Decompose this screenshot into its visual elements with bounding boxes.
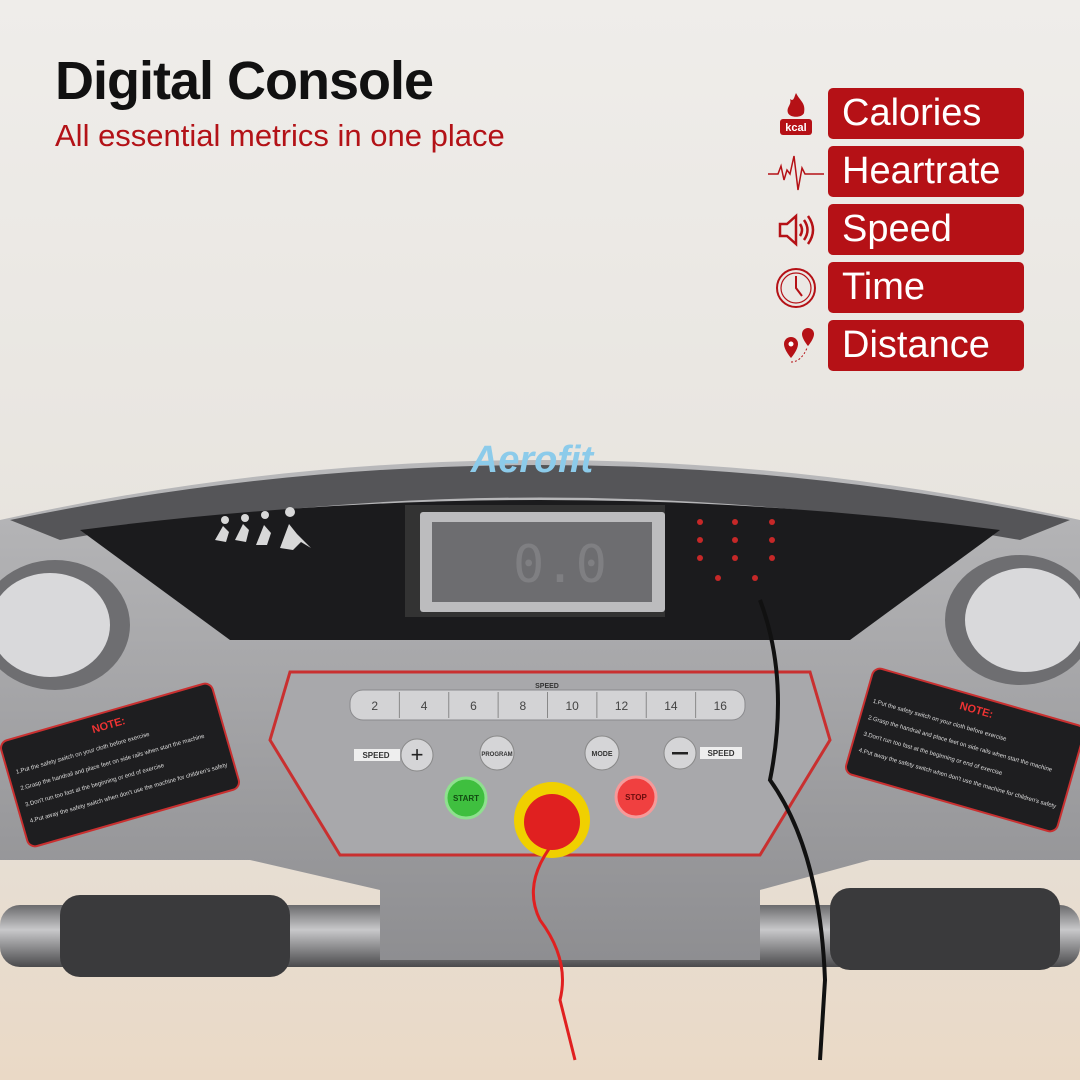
brand-logo: Aerofit (470, 439, 595, 481)
speed-preset-button[interactable]: 6 (470, 699, 477, 713)
program-indicators (697, 519, 775, 581)
speed-preset-button[interactable]: 2 (371, 699, 378, 713)
feature-distance: Distance (768, 320, 1028, 371)
minus-icon (672, 752, 688, 755)
location-pins-icon (768, 322, 824, 370)
speed-preset-button[interactable]: 16 (714, 699, 728, 713)
speed-up-button[interactable]: + (400, 738, 434, 772)
stop-button[interactable]: STOP (614, 775, 658, 819)
speed-down-button[interactable] (663, 736, 697, 770)
feature-time: Time (768, 262, 1028, 313)
speed-up-label: SPEED (362, 751, 389, 760)
feature-label: Distance (828, 320, 1024, 371)
feature-list: kcal Calories Heartrate Speed Time Dista… (768, 88, 1028, 378)
page-subtitle: All essential metrics in one place (55, 118, 505, 153)
speaker-icon (768, 206, 824, 254)
start-button[interactable]: START (444, 776, 488, 820)
page-title: Digital Console (55, 51, 434, 111)
lcd-screen (432, 522, 652, 602)
flame-kcal-icon: kcal (768, 90, 824, 138)
note-panel-right: NOTE: 1.Put the safety switch on your cl… (844, 667, 1080, 833)
speed-preset-button[interactable]: 8 (519, 699, 526, 713)
speed-preset-button[interactable]: 12 (615, 699, 629, 713)
heartbeat-icon (768, 148, 824, 196)
lcd-value: 0.0 (513, 535, 607, 595)
speed-preset-button[interactable]: 10 (566, 699, 580, 713)
safety-key[interactable] (514, 782, 590, 1061)
speed-strip-label: SPEED (535, 683, 559, 690)
program-button[interactable]: PROGRAM (479, 735, 515, 771)
runners-icon (215, 507, 311, 550)
clock-icon (768, 264, 824, 312)
speed-down-label: SPEED (707, 749, 734, 758)
feature-heartrate: Heartrate (768, 146, 1028, 197)
plus-icon: + (411, 742, 424, 767)
treadmill-console: Aerofit 0.0 SPEED 2 4 6 8 10 12 14 16 SPEED + P… (0, 439, 1080, 1061)
kcal-label: kcal (785, 122, 806, 134)
feature-label: Calories (828, 88, 1024, 139)
safety-cable (758, 599, 828, 1061)
speed-preset-button[interactable]: 14 (664, 699, 678, 713)
feature-speed: Speed (768, 204, 1028, 255)
right-grip (830, 888, 1060, 970)
mode-button[interactable]: MODE (584, 735, 620, 771)
svg-text:START: START (453, 794, 479, 803)
speed-preset-button[interactable]: 4 (421, 699, 428, 713)
feature-label: Time (828, 262, 1024, 313)
svg-text:STOP: STOP (625, 793, 647, 802)
svg-text:MODE: MODE (592, 751, 613, 758)
svg-text:PROGRAM: PROGRAM (481, 752, 512, 758)
feature-calories: kcal Calories (768, 88, 1028, 139)
feature-label: Heartrate (828, 146, 1024, 197)
left-grip (60, 895, 290, 977)
feature-label: Speed (828, 204, 1024, 255)
